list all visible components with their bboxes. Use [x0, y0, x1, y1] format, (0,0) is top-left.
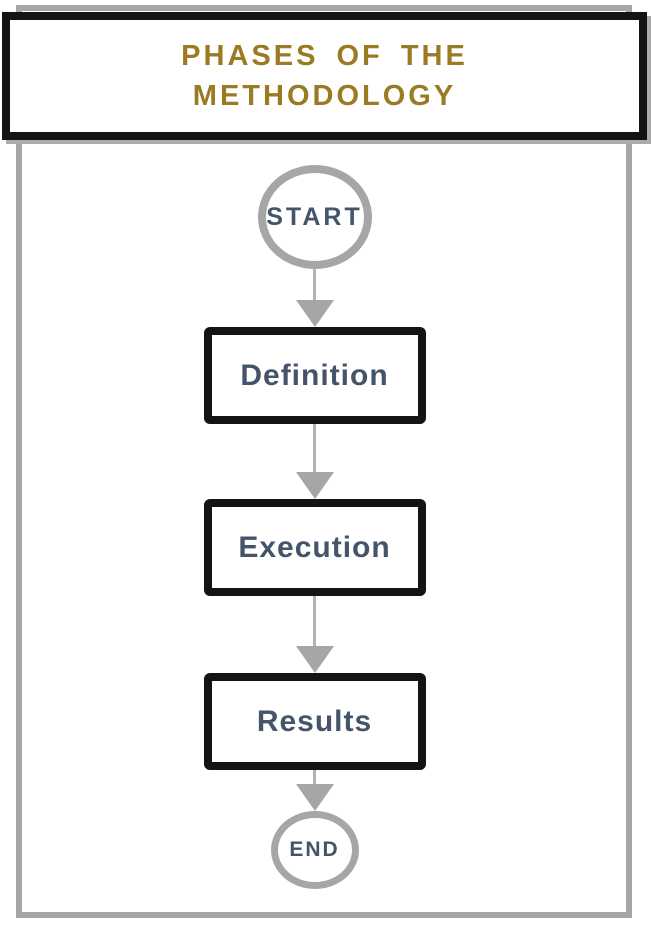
- end-node-label: END: [289, 838, 340, 861]
- arrow-head-icon: [295, 784, 334, 811]
- flow-arrow-start-to-definition: [295, 269, 334, 327]
- arrow-head-icon: [295, 472, 334, 499]
- flow-column: START Definition Execution Results: [0, 165, 641, 889]
- process-results-label: Results: [256, 704, 373, 738]
- diagram-title-line1: PHASES OF THE: [181, 40, 468, 72]
- arrow-shaft: [313, 269, 316, 300]
- process-results: Results: [203, 673, 426, 770]
- arrow-shaft: [313, 770, 316, 784]
- process-execution-label: Execution: [238, 530, 391, 564]
- start-node-label: START: [266, 202, 363, 231]
- arrow-head-icon: [295, 646, 334, 673]
- process-definition: Definition: [203, 327, 426, 424]
- flow-arrow-results-to-end: [295, 770, 334, 811]
- arrow-shaft: [313, 424, 316, 472]
- arrow-head-icon: [295, 300, 334, 327]
- process-definition-label: Definition: [240, 358, 389, 392]
- flow-arrow-execution-to-results: [295, 596, 334, 673]
- diagram-frame: [16, 5, 632, 918]
- process-execution: Execution: [203, 499, 426, 596]
- diagram-title-line2: METHODOLOGY: [192, 80, 457, 112]
- start-node: START: [257, 165, 372, 269]
- flow-arrow-definition-to-execution: [295, 424, 334, 499]
- arrow-shaft: [313, 596, 316, 646]
- title-box: PHASES OF THE METHODOLOGY: [2, 12, 647, 140]
- end-node: END: [270, 811, 359, 889]
